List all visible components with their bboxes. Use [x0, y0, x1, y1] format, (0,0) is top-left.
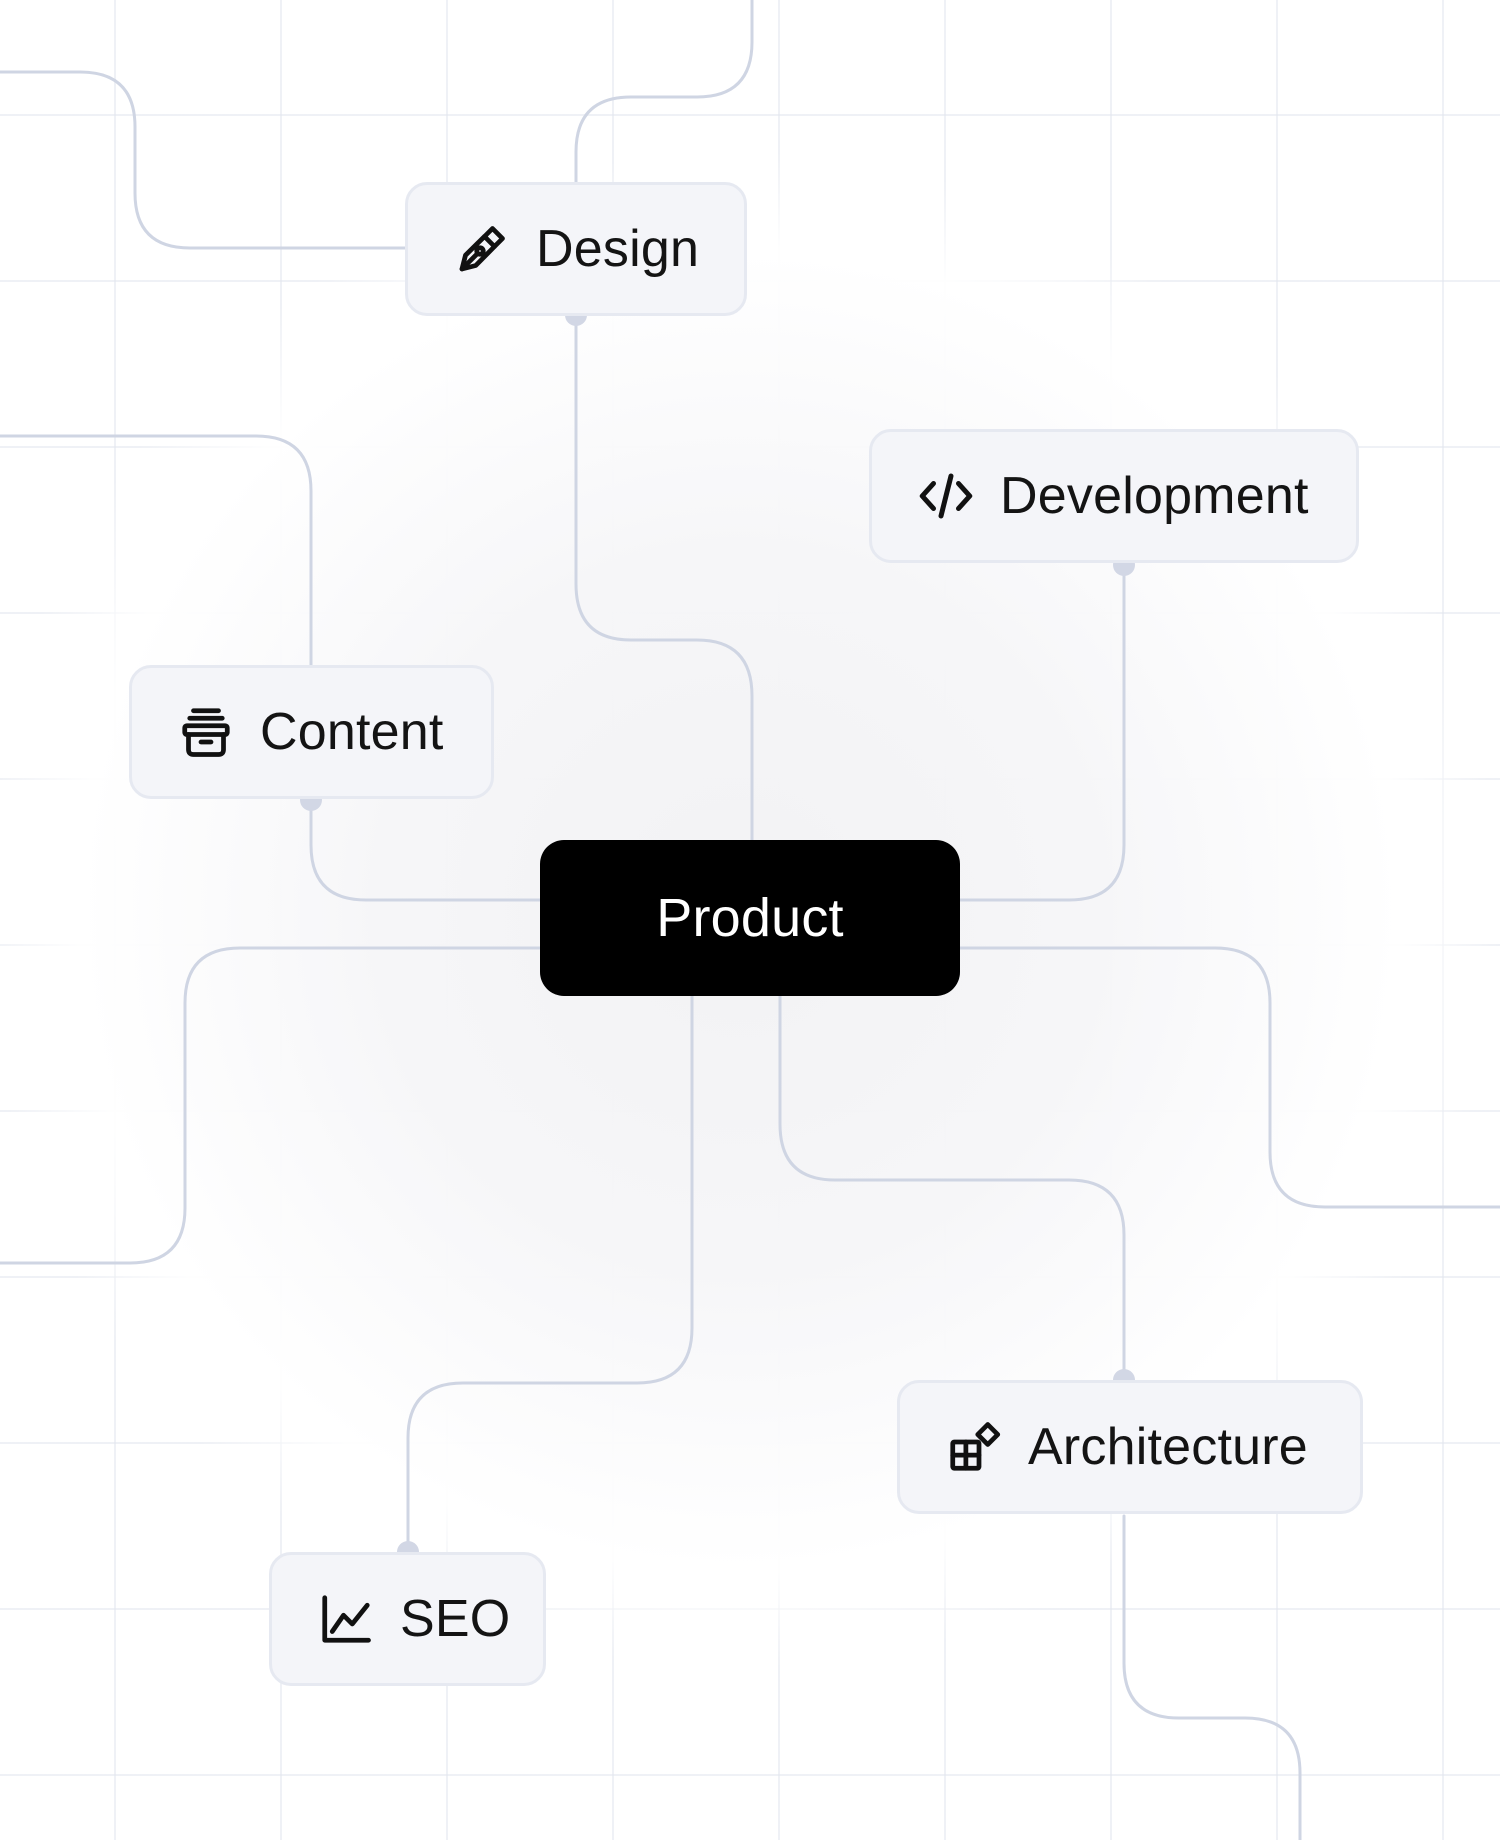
line-chart-icon [316, 1589, 376, 1649]
node-product[interactable]: Product [540, 840, 960, 996]
node-seo-label: SEO [400, 1590, 511, 1648]
blocks-diamond-icon [944, 1417, 1004, 1477]
connector-architecture-bottom [1122, 1514, 1302, 1840]
connector-left-branch [0, 946, 542, 1265]
code-icon [916, 466, 976, 526]
archive-box-icon [176, 702, 236, 762]
connector-seo-product [406, 994, 694, 1554]
pen-nib-icon [452, 219, 512, 279]
node-content[interactable]: Content [129, 665, 494, 799]
connector-development-product [958, 563, 1126, 902]
node-architecture[interactable]: Architecture [897, 1380, 1363, 1514]
node-content-label: Content [260, 703, 444, 761]
connector-content-top [0, 434, 313, 669]
connector-right-branch [958, 946, 1500, 1209]
node-development-label: Development [1000, 467, 1309, 525]
node-seo[interactable]: SEO [269, 1552, 546, 1686]
node-product-label: Product [656, 888, 844, 948]
node-design[interactable]: Design [405, 182, 747, 316]
connector-design-top [574, 0, 754, 184]
connector-content-product [309, 798, 542, 902]
connector-design-top-left [0, 70, 407, 250]
node-design-label: Design [536, 220, 700, 278]
connector-architecture-product [778, 994, 1126, 1382]
connector-design-product [574, 313, 754, 842]
node-architecture-label: Architecture [1028, 1418, 1308, 1476]
node-development[interactable]: Development [869, 429, 1359, 563]
